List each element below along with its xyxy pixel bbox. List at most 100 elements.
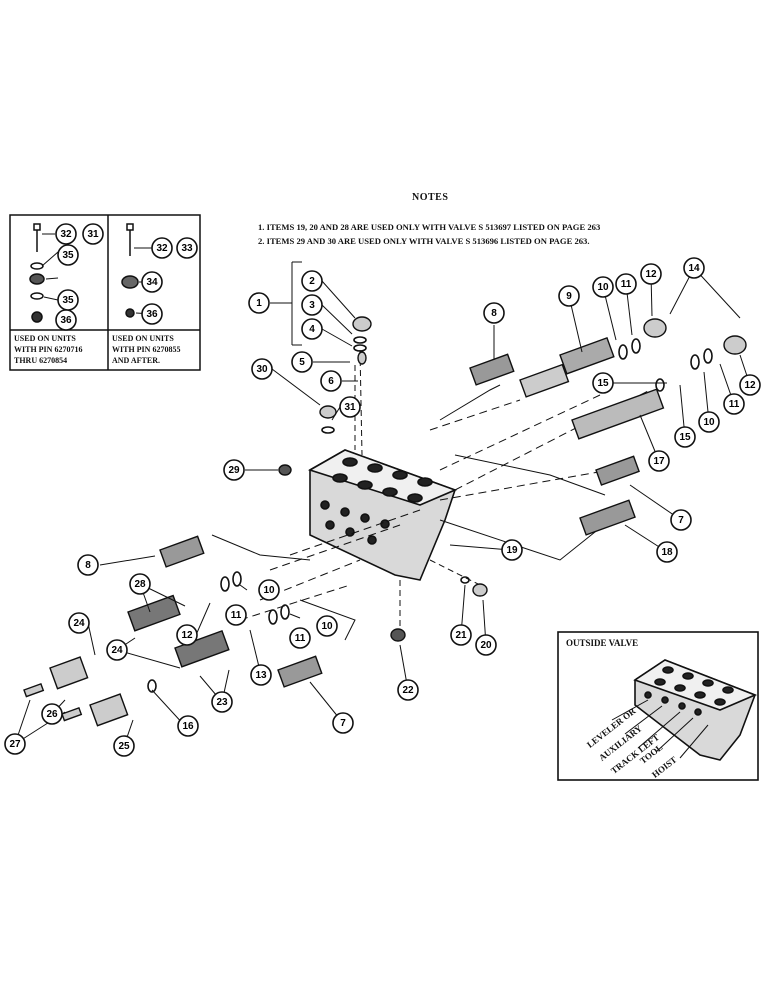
callout-14: 14: [683, 257, 705, 279]
svg-text:29: 29: [228, 465, 240, 476]
svg-text:7: 7: [678, 515, 684, 526]
callout-36: 36: [55, 309, 77, 331]
svg-text:13: 13: [255, 670, 267, 681]
caps: [23, 656, 129, 727]
callout-10: 10: [592, 276, 614, 298]
callout-9: 9: [558, 285, 580, 307]
svg-text:33: 33: [181, 243, 193, 254]
callout-27: 27: [4, 733, 26, 755]
callout-31: 31: [339, 396, 361, 418]
outside-valve-inset: [557, 631, 759, 781]
callout-33: 33: [176, 237, 198, 259]
o-rings: [147, 336, 713, 693]
svg-text:12: 12: [645, 269, 657, 280]
svg-text:9: 9: [566, 291, 572, 302]
svg-text:35: 35: [62, 295, 74, 306]
svg-text:36: 36: [60, 315, 72, 326]
callout-10: 10: [258, 579, 280, 601]
inset-bolt-right: [121, 223, 139, 318]
svg-text:35: 35: [62, 250, 74, 261]
svg-text:10: 10: [321, 621, 333, 632]
callout-32: 32: [151, 237, 173, 259]
callout-7: 7: [332, 712, 354, 734]
svg-text:12: 12: [744, 380, 756, 391]
svg-text:16: 16: [182, 721, 194, 732]
callout-11: 11: [225, 604, 247, 626]
svg-text:30: 30: [256, 364, 268, 375]
callout-32: 32: [55, 223, 77, 245]
callout-21: 21: [450, 624, 472, 646]
svg-text:11: 11: [729, 399, 740, 410]
callout-4: 4: [301, 318, 323, 340]
relief-valve-8-top: [469, 353, 515, 386]
relief-valve-7-right: [595, 455, 640, 486]
notes-title: NOTES: [412, 192, 449, 203]
svg-text:23: 23: [216, 697, 228, 708]
svg-text:7: 7: [340, 718, 346, 729]
svg-text:15: 15: [679, 432, 691, 443]
svg-text:10: 10: [263, 585, 275, 596]
callout-35: 35: [57, 289, 79, 311]
callout-26: 26: [41, 703, 63, 725]
svg-text:4: 4: [309, 324, 315, 335]
svg-text:26: 26: [46, 709, 58, 720]
callout-17: 17: [648, 450, 670, 472]
callout-1: 1: [248, 292, 270, 314]
callout-7: 7: [670, 509, 692, 531]
callout-12: 12: [176, 624, 198, 646]
inset-right-label: USED ON UNITS WITH PIN 6270855 AND AFTER…: [112, 334, 181, 365]
svg-text:31: 31: [344, 402, 356, 413]
svg-text:18: 18: [661, 547, 673, 558]
callout-16: 16: [177, 715, 199, 737]
svg-text:25: 25: [118, 741, 130, 752]
svg-text:11: 11: [295, 633, 306, 644]
relief-valve-7-bottom: [277, 655, 323, 688]
svg-text:24: 24: [111, 645, 123, 656]
callout-29: 29: [223, 459, 245, 481]
callout-24: 24: [106, 639, 128, 661]
callout-22: 22: [397, 679, 419, 701]
svg-text:31: 31: [87, 229, 99, 240]
callout-11: 11: [723, 393, 745, 415]
svg-text:27: 27: [9, 739, 21, 750]
callout-5: 5: [291, 351, 313, 373]
svg-text:3: 3: [309, 300, 315, 311]
springs: [127, 594, 230, 668]
callout-2: 2: [301, 270, 323, 292]
svg-text:34: 34: [146, 277, 158, 288]
callout-31: 31: [82, 223, 104, 245]
svg-text:5: 5: [299, 357, 305, 368]
svg-text:2: 2: [309, 276, 315, 287]
note-2: 2. ITEMS 29 AND 30 ARE USED ONLY WITH VA…: [258, 236, 590, 246]
svg-text:24: 24: [73, 618, 85, 629]
svg-text:10: 10: [597, 282, 609, 293]
callout-18: 18: [656, 541, 678, 563]
inset-left-label: USED ON UNITS WITH PIN 6270716 THRU 6270…: [14, 334, 83, 365]
svg-text:6: 6: [328, 376, 334, 387]
spool-16: [571, 388, 665, 440]
callout-11: 11: [615, 273, 637, 295]
callout-15: 15: [674, 426, 696, 448]
callout-12: 12: [739, 374, 761, 396]
callout-30: 30: [251, 358, 273, 380]
callout-20: 20: [475, 634, 497, 656]
spool-9: [519, 337, 615, 398]
svg-text:36: 36: [146, 309, 158, 320]
callout-12: 12: [640, 263, 662, 285]
svg-text:10: 10: [703, 417, 715, 428]
callout-3: 3: [301, 294, 323, 316]
svg-text:11: 11: [621, 279, 632, 290]
callout-25: 25: [113, 735, 135, 757]
svg-text:14: 14: [688, 263, 700, 274]
svg-text:22: 22: [402, 685, 414, 696]
callout-19: 19: [501, 539, 523, 561]
svg-text:32: 32: [60, 229, 72, 240]
callout-28: 28: [129, 573, 151, 595]
relief-valve-17: [579, 499, 636, 536]
callout-8: 8: [77, 554, 99, 576]
note-1: 1. ITEMS 19, 20 AND 28 ARE USED ONLY WIT…: [258, 222, 601, 232]
svg-text:8: 8: [491, 308, 497, 319]
callout-13: 13: [250, 664, 272, 686]
inset-box: [9, 214, 201, 371]
